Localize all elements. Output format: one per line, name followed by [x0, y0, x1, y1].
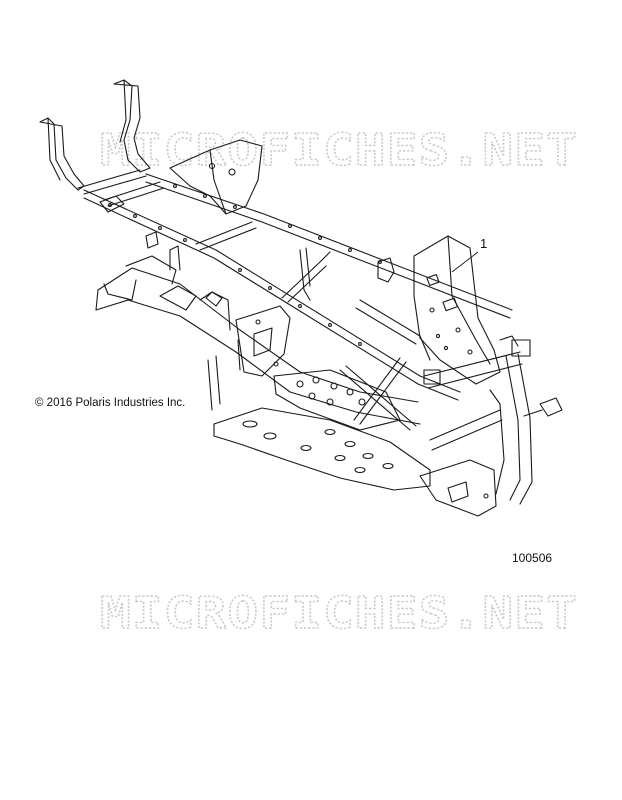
copyright-notice: © 2016 Polaris Industries Inc. — [35, 397, 186, 409]
callout-label-1: 1 — [480, 236, 488, 251]
callout-leader-line — [451, 251, 479, 273]
figure-number: 100506 — [512, 551, 553, 565]
watermark-bottom: MICROFICHES.NET — [100, 588, 578, 639]
frame-linework — [39, 79, 563, 517]
watermark-top: MICROFICHES.NET — [100, 125, 578, 176]
